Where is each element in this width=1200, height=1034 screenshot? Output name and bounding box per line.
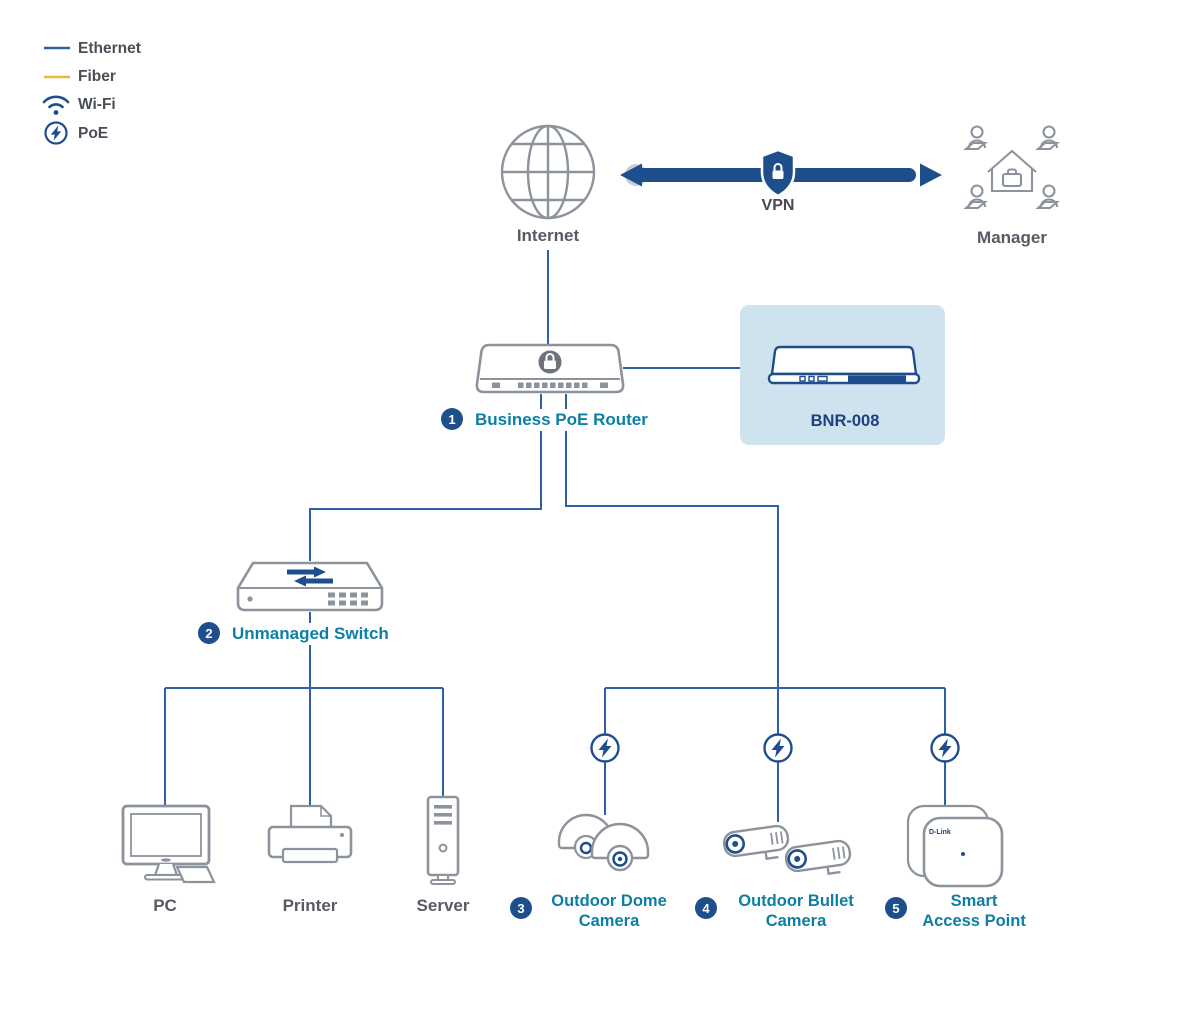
access-point-label-line2: Access Point: [922, 912, 1026, 930]
poe-line-icon-dome: [590, 733, 620, 763]
ap-number-badge: 5: [885, 897, 907, 919]
legend-poe-label: PoE: [78, 125, 109, 142]
poe-router-icon: [475, 343, 625, 394]
printer-icon: [267, 804, 353, 864]
dome-camera-label: Outdoor Dome Camera: [533, 891, 685, 931]
dome-camera-label-line2: Camera: [578, 912, 640, 930]
bullet-camera-label: Outdoor Bullet Camera: [718, 891, 874, 931]
server-label: Server: [416, 896, 470, 915]
bullet-camera-label-line2: Camera: [765, 912, 827, 930]
access-point-icon: [906, 804, 1004, 888]
legend-wifi-label: Wi-Fi: [78, 96, 116, 113]
ethernet-lines: [164, 250, 946, 822]
bullet-camera-label-line1: Outdoor Bullet: [738, 892, 854, 910]
access-point-label: Smart Access Point: [898, 891, 1050, 931]
dome-number-badge: 3: [510, 897, 532, 919]
legend-ethernet-label: Ethernet: [78, 40, 141, 57]
poe-line-icon-ap: [930, 733, 960, 763]
dome-camera-icon: [557, 813, 650, 872]
switch-number-badge: 2: [198, 622, 220, 644]
server-icon: [426, 795, 460, 885]
switch-arrows-icon: [287, 566, 333, 587]
router-label: Business PoE Router: [472, 409, 651, 431]
manager-label: Manager: [977, 228, 1047, 247]
internet-label: Internet: [516, 226, 580, 245]
printer-label: Printer: [282, 896, 338, 915]
ap-brand-text: D-Link: [929, 829, 951, 836]
bnr-008-device-icon: [767, 345, 921, 385]
bullet-number-badge: 4: [695, 897, 717, 919]
router-lock-icon: [538, 350, 562, 374]
pc-label: PC: [153, 896, 177, 915]
access-point-label-line1: Smart: [950, 892, 998, 910]
bullet-camera-icon: [722, 824, 852, 876]
legend-fiber-label: Fiber: [78, 68, 116, 85]
dome-camera-label-line1: Outdoor Dome: [551, 892, 667, 910]
unmanaged-switch-icon: [236, 561, 384, 612]
wifi-icon: [42, 95, 70, 115]
manager-icon: [963, 125, 1060, 210]
internet-globe-icon: [500, 124, 596, 220]
poe-line-icon-bullet: [763, 733, 793, 763]
router-number-badge: 1: [441, 408, 463, 430]
switch-label: Unmanaged Switch: [229, 623, 392, 645]
pc-icon: [121, 804, 216, 884]
product-model-label: BNR-008: [810, 412, 880, 430]
poe-icon: [44, 121, 68, 145]
vpn-shield-icon: [760, 148, 796, 198]
vpn-label: VPN: [761, 197, 795, 214]
